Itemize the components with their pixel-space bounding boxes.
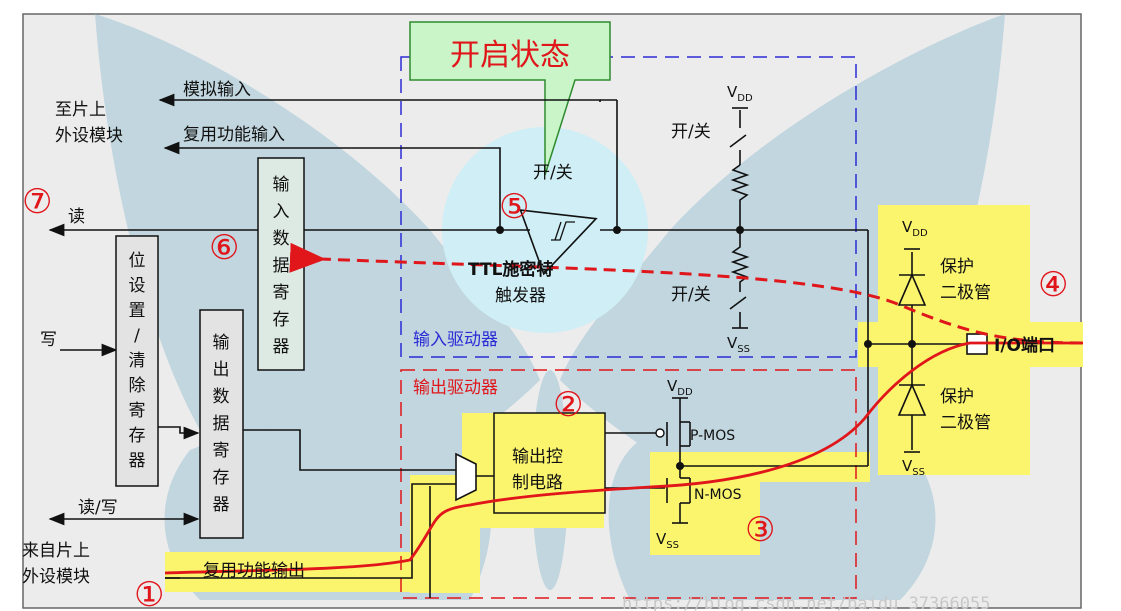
schmitt-trigger-line2: 触发器: [495, 286, 546, 306]
marker-7: ⑦: [22, 182, 52, 222]
to-peripheral-line1: 至片上: [55, 100, 106, 120]
output-control-circuit: [493, 412, 606, 514]
input-driver-label: 输入驱动器: [413, 330, 498, 350]
from-peripheral-line2: 外设模块: [22, 567, 90, 587]
alt-func-input-label: 复用功能输入: [183, 125, 285, 145]
bit-set-reset-register-char: 清: [129, 351, 146, 371]
bit-set-reset-register: [115, 235, 159, 487]
input-driver-box: [400, 56, 857, 358]
output-driver-box: [400, 369, 857, 599]
output-data-register-char: 器: [213, 495, 230, 515]
bit-set-reset-register-char: 存: [129, 426, 146, 446]
protection-diodes: [897, 272, 927, 416]
marker-3: ③: [745, 510, 775, 550]
diode-vss-label: VSS: [902, 457, 925, 478]
input-data-register-char: 存: [273, 310, 290, 330]
output-data-register-char: 寄: [213, 441, 230, 461]
junction-dots: [496, 226, 916, 470]
input-signal-path: [289, 242, 1083, 345]
marker-2: ②: [553, 385, 583, 425]
alt-func-output-label: 复用功能输出: [203, 561, 305, 581]
input-data-register-char: 数: [273, 229, 290, 249]
output-data-register-char: 数: [213, 387, 230, 407]
io-port-label: I/O端口: [994, 335, 1055, 356]
output-data-register: [199, 309, 244, 539]
nmos-vss-label: VSS: [656, 530, 679, 551]
marker-5: ⑤: [499, 187, 529, 227]
output-data-register-char: 据: [213, 414, 230, 434]
schmitt-trigger-highlight: [442, 127, 648, 333]
input-data-register-char: 输: [273, 175, 290, 195]
output-data-register-char: 出: [213, 360, 230, 380]
bit-set-reset-register-char: 器: [129, 451, 146, 471]
upper-diode-line2: 二极管: [940, 283, 991, 303]
read-label: 读: [68, 207, 85, 227]
bit-set-reset-register-char: /: [134, 326, 140, 346]
output-signal-path: [164, 341, 1083, 575]
input-data-register-char: 入: [273, 202, 290, 222]
input-data-register-char: 寄: [273, 283, 290, 303]
schmitt-trigger-symbol: [519, 209, 598, 276]
bit-set-reset-register-char: 位: [129, 251, 146, 271]
input-data-register-char: 据: [273, 256, 290, 276]
pmos-vdd-label: VDD: [667, 377, 693, 398]
pmos-label: P-MOS: [690, 428, 735, 444]
control-circuit-line2: 制电路: [512, 473, 563, 493]
bit-set-reset-register-char: 设: [129, 276, 146, 296]
schmitt-switch-label: 开/关: [533, 163, 573, 183]
pull-down-switch-label: 开/关: [671, 285, 711, 305]
pulldown-vss-label: VSS: [727, 334, 750, 355]
bit-set-reset-register-char: 置: [129, 301, 146, 321]
marker-1: ①: [134, 575, 164, 611]
watermark: https://blog.csdn.net/baidu_37366055: [622, 594, 990, 611]
nmos-label: N-MOS: [694, 487, 742, 503]
schmitt-trigger-line1: TTL施密特: [468, 259, 553, 280]
lower-diode-line2: 二极管: [940, 413, 991, 433]
wires: [48, 93, 980, 598]
analog-input-label: 模拟输入: [183, 80, 251, 100]
pullup-vdd-label: VDD: [727, 83, 753, 104]
marker-6: ⑥: [209, 228, 239, 268]
callout-text: 开启状态: [450, 38, 570, 73]
pull-up-switch-label: 开/关: [671, 122, 711, 142]
pmos-gate-bubble: [655, 428, 665, 438]
output-mux: [455, 452, 477, 502]
marker-4: ④: [1038, 265, 1068, 305]
to-peripheral-line2: 外设模块: [55, 126, 123, 146]
output-data-register-char: 输: [213, 333, 230, 353]
lower-diode-line1: 保护: [940, 387, 974, 407]
output-data-register-char: 存: [213, 468, 230, 488]
diode-vdd-label: VDD: [902, 218, 928, 239]
bit-set-reset-register-char: 除: [129, 376, 146, 396]
write-label: 写: [40, 330, 57, 350]
upper-diode-line1: 保护: [940, 257, 974, 277]
read-write-label: 读/写: [78, 498, 118, 518]
output-driver-label: 输出驱动器: [413, 378, 498, 398]
input-data-register-char: 器: [273, 337, 290, 357]
bit-set-reset-register-char: 寄: [129, 401, 146, 421]
from-peripheral-line1: 来自片上: [22, 541, 90, 561]
callout-bubble: [409, 21, 611, 176]
control-circuit-line1: 输出控: [512, 447, 563, 467]
